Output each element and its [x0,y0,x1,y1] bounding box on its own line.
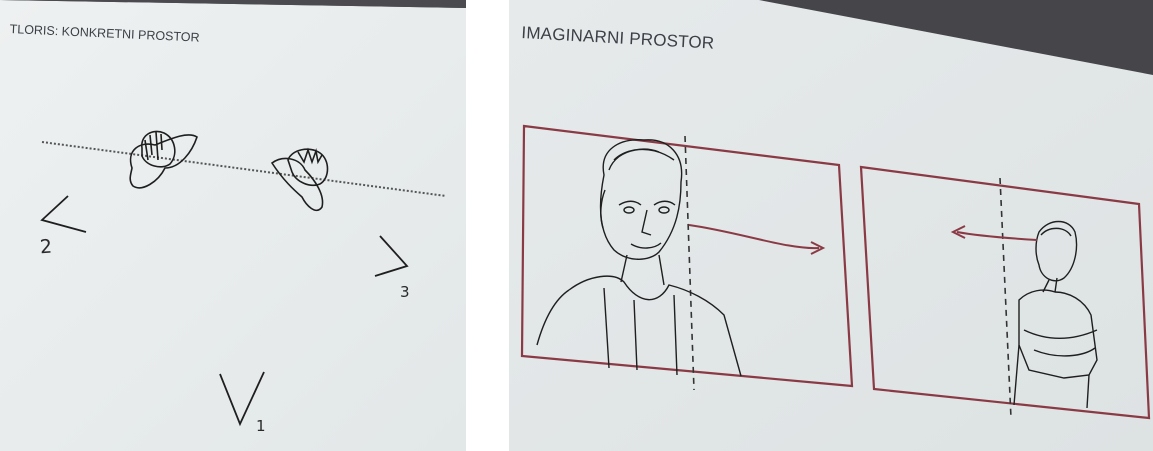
slide-right-drawing [509,0,1153,451]
camera-2-icon [40,195,87,233]
axis-line-right [999,177,1012,419]
camera-label-1: 1 [256,417,266,435]
slide-left-drawing [0,0,466,451]
axis-line-left [684,135,695,391]
frame-left [520,124,854,388]
projection-screen-right [509,0,1153,451]
gaze-arrow-left [956,231,1038,241]
actor-figure-1 [129,130,198,189]
camera-label-3: 3 [400,283,410,301]
arrowhead-left-icon [950,225,966,239]
camera-3-icon [374,235,409,277]
photo-right: IMAGINARNI PROSTOR [509,0,1153,451]
person-left-figure [536,139,742,377]
camera-label-2: 2 [39,235,53,259]
photo-left: TLORIS: KONKRETNI PROSTOR 2 3 1 [0,0,466,451]
actor-figure-2 [270,147,329,212]
frame-right [859,165,1151,420]
arrowhead-right-icon [810,241,826,255]
person-right-figure [1013,220,1098,409]
camera-1-icon [219,371,265,427]
gaze-arrow-right [688,224,820,250]
projection-screen-left [0,0,466,451]
